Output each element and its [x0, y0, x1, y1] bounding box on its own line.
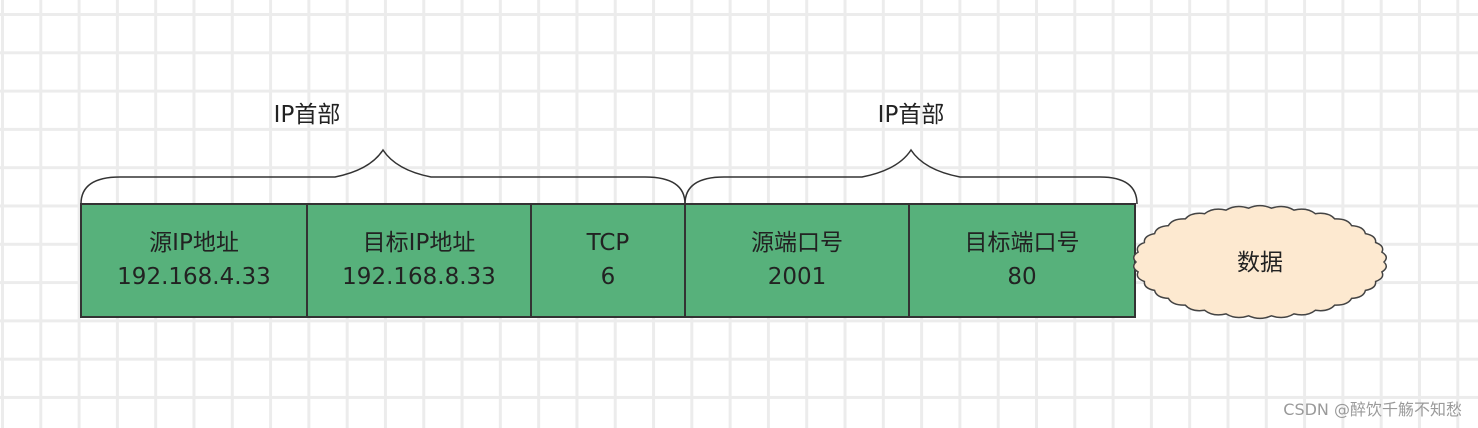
field-name: 源端口号	[751, 230, 843, 256]
field-name: 目标IP地址	[362, 230, 476, 256]
field-value: 2001	[767, 264, 827, 290]
field-dest-port: 目标端口号 80	[909, 226, 1135, 294]
field-protocol: TCP 6	[531, 226, 685, 294]
field-name: 目标端口号	[964, 230, 1080, 256]
field-name: TCP	[586, 230, 630, 256]
brace-ip-header-1	[80, 148, 686, 205]
field-value: 80	[1007, 264, 1037, 290]
field-value: 192.168.8.33	[342, 264, 496, 290]
field-value: 6	[600, 264, 616, 290]
payload-label: 数据	[1237, 250, 1283, 276]
cloud-shape	[1133, 204, 1387, 320]
watermark: CSDN @醉饮千觞不知愁	[1283, 400, 1462, 419]
brace-ip-header-2	[684, 148, 1138, 205]
data-cloud	[1133, 204, 1387, 320]
packet-row	[80, 203, 1136, 318]
field-dest-ip: 目标IP地址 192.168.8.33	[307, 226, 531, 294]
field-name: 源IP地址	[149, 230, 239, 256]
field-source-port: 源端口号 2001	[685, 226, 909, 294]
brace-label-1: IP首部	[273, 102, 341, 128]
field-value: 192.168.4.33	[117, 264, 271, 290]
field-source-ip: 源IP地址 192.168.4.33	[81, 226, 307, 294]
brace-label-2: IP首部	[877, 102, 945, 128]
